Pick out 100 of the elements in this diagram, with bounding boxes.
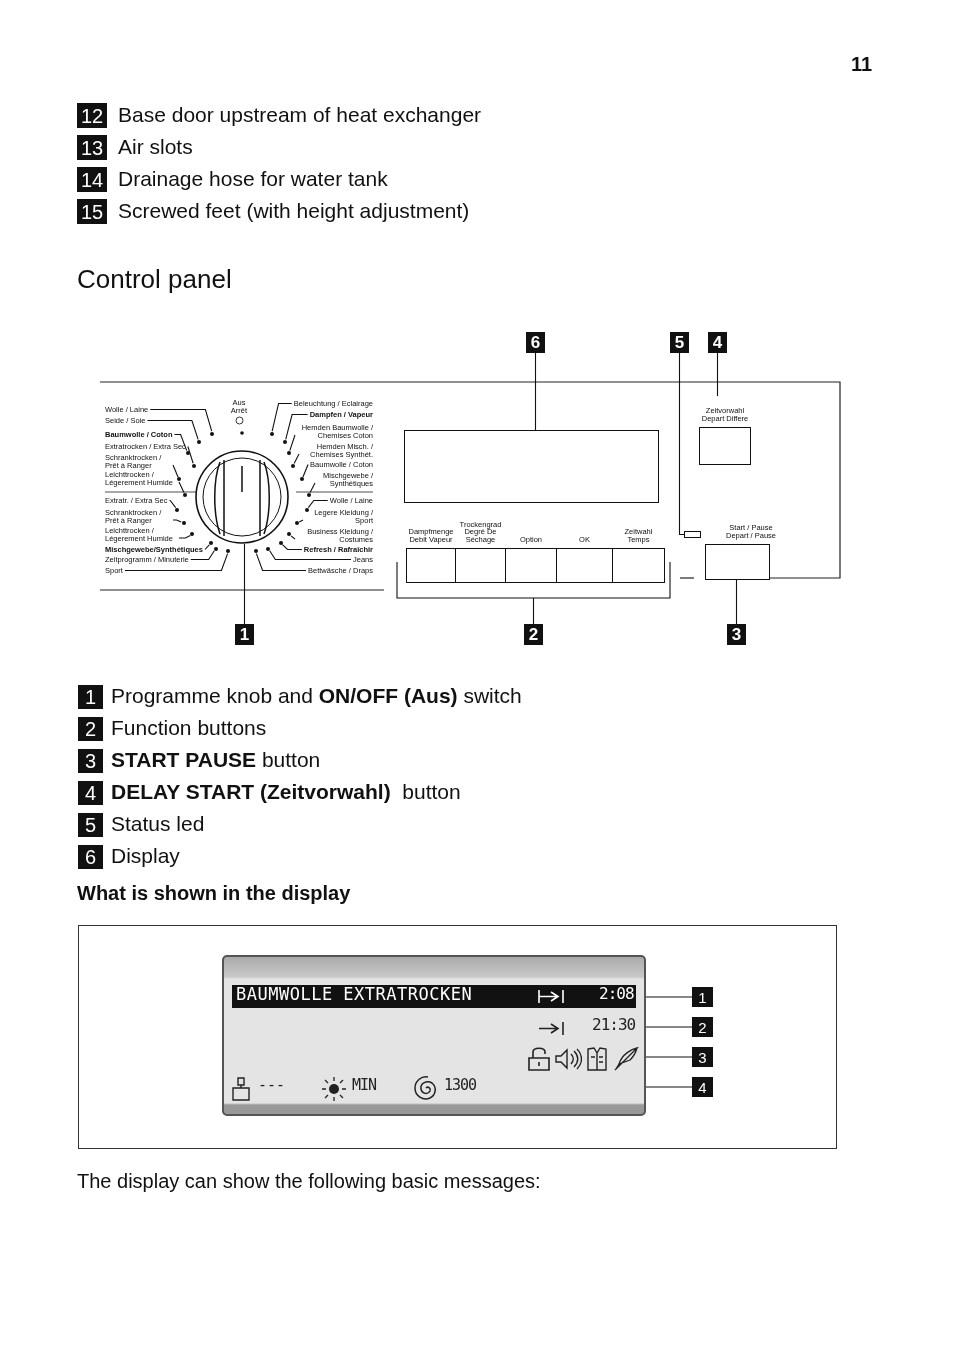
position-dot <box>283 439 288 444</box>
leader-line <box>735 579 738 625</box>
leader-line <box>243 543 246 625</box>
callout-number: 1 <box>78 685 103 709</box>
leader-line <box>149 408 213 432</box>
leader-line <box>146 419 199 440</box>
part-description: Air slots <box>118 135 193 159</box>
leader-line <box>716 352 719 397</box>
leader-line <box>124 553 229 572</box>
position-dot <box>306 492 311 497</box>
position-dot <box>190 532 195 537</box>
leader-line <box>302 463 309 478</box>
display-text: 2:08 <box>599 986 634 1002</box>
callout-number: 2 <box>692 1017 713 1037</box>
part-description: Screwed feet (with height adjustment) <box>118 199 470 223</box>
leader-line <box>307 499 329 509</box>
position-dot <box>196 439 201 444</box>
leader-line <box>293 453 300 464</box>
position-dot <box>213 546 218 551</box>
leader-line <box>289 434 296 452</box>
leader-line <box>645 1086 693 1088</box>
leader-line <box>172 464 179 478</box>
leader-line <box>255 553 307 572</box>
leader-line <box>645 1056 693 1058</box>
position-dot <box>208 540 213 545</box>
position-dot <box>266 546 271 551</box>
display-text: BAUMWOLLE EXTRATROCKEN <box>236 986 473 1003</box>
position-dot <box>269 431 274 436</box>
page-number: 11 <box>851 53 873 76</box>
callout-number: 15 <box>77 199 107 224</box>
callout-number: 3 <box>727 624 746 645</box>
leader-line <box>285 413 309 440</box>
display-text: --- <box>258 1078 286 1093</box>
callout-number: 5 <box>670 332 689 353</box>
leader-line <box>269 550 352 561</box>
leader-line <box>178 534 191 539</box>
callout-number: 1 <box>692 987 713 1007</box>
position-dot <box>291 463 295 468</box>
leader-line <box>172 519 182 523</box>
callout-number: 6 <box>526 332 545 353</box>
leader-line <box>169 499 177 509</box>
leader-line <box>645 996 693 998</box>
leader-line <box>645 1026 693 1028</box>
callout-number: 3 <box>78 749 103 773</box>
position-dot <box>295 521 299 525</box>
display-text: 21:30 <box>592 1017 636 1033</box>
leader-line <box>281 544 303 551</box>
part-description: Status led <box>111 812 205 836</box>
lcd-screen <box>222 955 646 1116</box>
part-description: Display <box>111 844 180 868</box>
leader-line <box>290 535 296 540</box>
section-heading: Control panel <box>77 264 232 295</box>
display-text: MIN <box>352 1078 377 1093</box>
position-dot <box>226 549 231 554</box>
position-dot <box>278 540 283 545</box>
display-window <box>404 430 659 503</box>
part-description: START PAUSE button <box>111 748 321 772</box>
status-led <box>684 531 701 538</box>
callout-number: 12 <box>77 103 107 128</box>
position-dot <box>191 463 196 468</box>
position-dot <box>253 549 258 554</box>
part-description: DELAY START (Zeitvorwahl) button <box>111 780 461 804</box>
body-text: The display can show the following basic messages: <box>77 1170 541 1193</box>
callout-number: 2 <box>524 624 543 645</box>
leader-line <box>534 352 537 431</box>
position-dot <box>287 532 291 537</box>
leader-line <box>178 481 185 493</box>
callout-number: 4 <box>692 1077 713 1097</box>
callout-number: 4 <box>708 332 727 353</box>
position-dot <box>177 477 181 482</box>
display-text: 1300 <box>444 1078 477 1093</box>
position-dot <box>304 507 309 512</box>
callout-number: 5 <box>78 813 103 837</box>
callout-number: 1 <box>235 624 254 645</box>
position-dot <box>210 431 215 436</box>
leader-line <box>298 519 304 523</box>
position-dot <box>183 492 187 497</box>
leader-line <box>187 445 194 464</box>
leader-line <box>204 544 210 551</box>
leader-line <box>678 352 685 536</box>
position-dot <box>287 450 291 455</box>
part-description: Programme knob and ON/OFF (Aus) switch <box>111 684 522 708</box>
callout-number: 3 <box>692 1047 713 1067</box>
position-dot <box>175 507 180 512</box>
leader-line <box>271 402 293 432</box>
part-description: Base door upstream of heat exchanger <box>118 103 482 127</box>
part-description: Drainage hose for water tank <box>118 167 388 191</box>
callout-number: 13 <box>77 135 107 160</box>
programme-knob <box>195 450 289 544</box>
leader-line <box>396 561 671 625</box>
callout-number: 14 <box>77 167 107 192</box>
callout-number: 6 <box>78 845 103 869</box>
part-description: Function buttons <box>111 716 267 740</box>
callout-number: 2 <box>78 717 103 741</box>
leader-line <box>309 482 316 493</box>
position-dot <box>181 521 186 525</box>
position-dot <box>185 450 190 455</box>
subsection-heading: What is shown in the display <box>77 882 351 905</box>
position-dot <box>300 477 305 482</box>
leader-line <box>190 550 215 561</box>
